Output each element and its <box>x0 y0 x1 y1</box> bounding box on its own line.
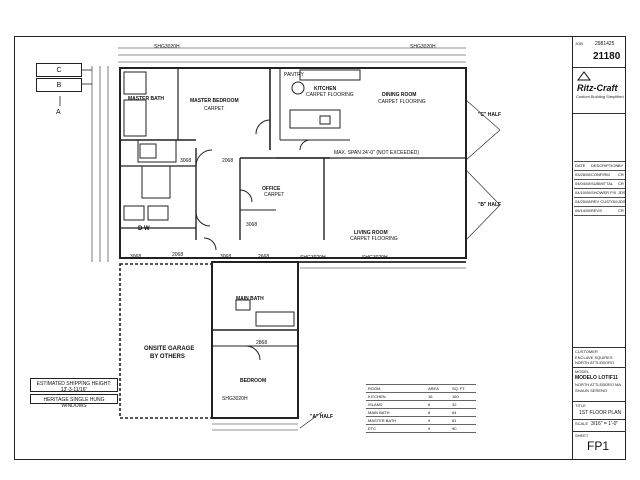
key-label-a: A <box>56 109 61 116</box>
customer-label: CUSTOMER <box>575 349 598 354</box>
room-label-office: OFFICE <box>262 186 281 192</box>
door-code: 3068 <box>130 254 142 260</box>
job-label: JOB <box>575 41 583 46</box>
room-sub-master-bedroom: CARPET <box>204 106 225 112</box>
vent-label: SHG3020H <box>300 255 326 261</box>
room-sub-kitchen: CARPET FLOORING <box>306 92 354 98</box>
revision-table: DATE DESCRIPTION BY 03/28/08 CONFIRM CR … <box>574 161 626 216</box>
title-block: JOB 2981425 21180 Ritz-Craft Custom Buil… <box>572 37 626 459</box>
room-sub-living-room: CARPET FLOORING <box>350 236 398 242</box>
vent-label: SHG3020H <box>222 396 248 402</box>
room-label-master-bath: MASTER BATH <box>128 96 165 102</box>
door-code: 2068 <box>172 252 184 258</box>
model-name: MODELO LOTIF11 <box>575 375 619 381</box>
room-schedule-table: ROOM AREA SQ. FT. KITCHEN 16 160 ISLAND … <box>366 384 476 433</box>
room-label-master-bedroom: MASTER BEDROOM <box>190 98 239 104</box>
room-sub-dining-room: CARPET FLOORING <box>378 99 426 105</box>
max-span-label: MAX. SPAN 24'-0" (NOT EXCEEDED) <box>334 150 420 156</box>
label-dw: D W <box>138 226 150 232</box>
room-label-dining-room: DINING ROOM <box>382 92 417 98</box>
vent-label: SHG3020H <box>154 44 180 50</box>
half-marker-a: "A" HALF <box>310 414 334 420</box>
room-label-main-bath: MAIN BATH <box>236 296 264 302</box>
door-code: 3068 <box>246 222 258 228</box>
company-tagline: Custom Building Simplified <box>576 94 624 99</box>
door-code: 2668 <box>258 254 270 260</box>
company-name: Ritz-Craft <box>577 83 618 93</box>
customer-name: ENCLAVE SQUIRES NORTH ATTLEBORO <box>575 355 614 365</box>
title-label: TITLE <box>575 403 586 408</box>
room-sub-office: CARPET <box>264 192 285 198</box>
drawing-number: 21180 <box>593 51 621 62</box>
table-row: 04/10/08 SHOWER FIX JDS <box>574 189 626 198</box>
vent-label: SHG3020H <box>362 255 388 261</box>
table-row: ISLAND 6 32 <box>366 401 476 409</box>
door-code: 3068 <box>220 254 232 260</box>
door-code: 2068 <box>222 158 234 164</box>
table-row: 04/25/08 REV CUSTOM JDS <box>574 198 626 207</box>
room-label-kitchen: KITCHEN <box>314 86 337 92</box>
room-label-living-room: LIVING ROOM <box>354 230 388 236</box>
door-code: 3068 <box>180 158 192 164</box>
sheet-label: SHEET <box>575 433 589 438</box>
company-logo-icon <box>577 71 591 81</box>
sheet-title: 1ST FLOOR PLAN <box>579 410 622 416</box>
room-label-pantry: PANTRY <box>284 72 304 78</box>
table-row: KITCHEN 16 160 <box>366 393 476 401</box>
key-box-c: C <box>36 63 82 77</box>
door-code: 2868 <box>256 340 268 346</box>
table-row: MASTER BATH 9 81 <box>366 417 476 425</box>
model-location: NORTH ATTLEBORO MA <box>575 382 622 387</box>
key-box-b: B <box>36 78 82 92</box>
sheet-number: FP1 <box>587 439 610 453</box>
vent-label: SHG3020H <box>410 44 436 50</box>
room-label-garage: ONSITE GARAGE <box>144 346 195 352</box>
drawing-sheet-border <box>14 36 626 460</box>
schedule-header: ROOM AREA SQ. FT. <box>366 384 476 393</box>
table-row: 04/04/08 SUBMITTAL CR <box>574 180 625 189</box>
table-row: 05/14/08 REVS CR <box>574 207 625 216</box>
revision-header: DATE DESCRIPTION BY <box>574 161 625 171</box>
model-label: MODEL <box>575 369 590 374</box>
windows-note: HERITAGE SINGLE HUNG WINDOWS <box>30 394 118 409</box>
drawn-by: SHAUN SERENO <box>575 388 608 393</box>
shipping-height-note: ESTIMATED SHIPPING HEIGHT: 13'-3-11/16" <box>30 378 118 393</box>
half-marker-c: "C" HALF <box>478 112 502 118</box>
room-label-bedroom: BEDROOM <box>240 378 267 384</box>
table-row: MAIN BATH 8 64 <box>366 409 476 417</box>
scale-value: 3/16" = 1'-0" <box>591 421 619 427</box>
scale-label: SCALE <box>575 421 589 426</box>
table-row: 03/28/08 CONFIRM CR <box>574 171 625 180</box>
half-marker-b: "B" HALF <box>478 202 502 208</box>
room-sub-garage: BY OTHERS <box>150 354 185 360</box>
table-row: ETC 9 90 <box>366 425 476 433</box>
job-number: 2981425 <box>595 41 615 47</box>
